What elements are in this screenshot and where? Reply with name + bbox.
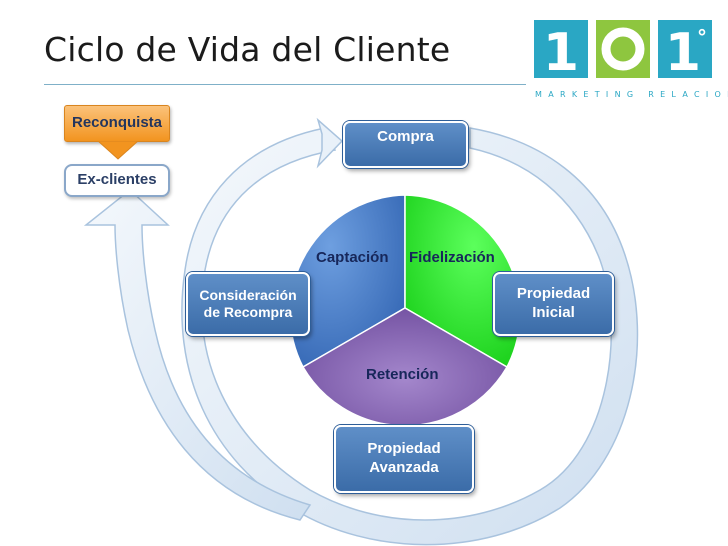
exit-arrow (83, 189, 312, 521)
lifecycle-wheel (289, 194, 521, 427)
logo-digit-one-tile-2 (658, 20, 712, 78)
logo-degree: ° (697, 25, 707, 49)
segment-label-retencion: Retención (366, 366, 439, 383)
stage-consideracion-recompra: Consideración de Recompra (186, 272, 310, 336)
outer-cycle-arrowhead (316, 117, 344, 169)
logo-tagline: MARKETING RELACIONAL (535, 90, 728, 99)
stage-compra: Compra (343, 121, 468, 168)
logo-digit-1b: 1 (665, 23, 701, 83)
segment-label-captacion: Captación (316, 249, 389, 266)
segment-label-fidelizacion: Fidelización (409, 249, 495, 266)
outer-cycle-arrow (181, 127, 639, 546)
reconquista-pointer (98, 141, 138, 160)
stage-propiedad-avanzada: Propiedad Avanzada (334, 425, 474, 493)
reconquista-callout: Reconquista (64, 105, 170, 142)
logo-digit-1: 1 (543, 23, 579, 83)
logo-digit-0-ring (601, 27, 645, 71)
logo-101: 1 1 ° (534, 20, 712, 83)
stage-propiedad-inicial: Propiedad Inicial (493, 272, 614, 336)
ex-clientes-box: Ex-clientes (64, 164, 170, 197)
title-underline (44, 84, 526, 85)
logo-digit-one-tile (534, 20, 588, 78)
page-title: Ciclo de Vida del Cliente (44, 30, 451, 69)
